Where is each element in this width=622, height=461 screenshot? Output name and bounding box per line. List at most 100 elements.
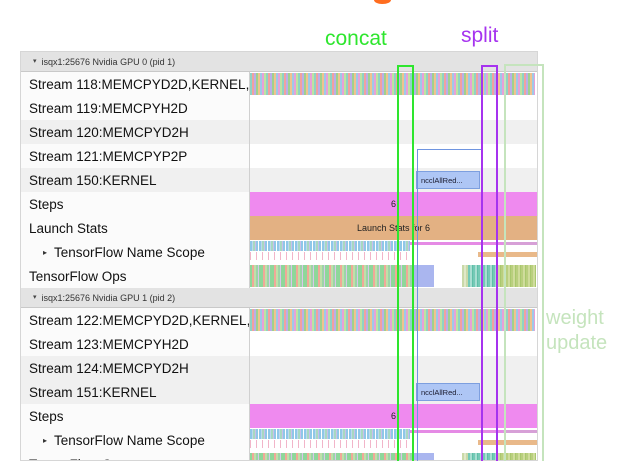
- timeline-row-label-text: TensorFlow Name Scope: [54, 432, 205, 448]
- timeline-row[interactable]: Launch Stats Launch Stats for 6: [21, 216, 537, 240]
- timeline-row-label[interactable]: Stream 119:MEMCPYH2D: [21, 96, 250, 120]
- row-track[interactable]: Launch Stats for 6: [250, 216, 537, 240]
- timeline-row-label[interactable]: Launch Stats: [21, 216, 250, 240]
- timeline-row[interactable]: Stream 119:MEMCPYH2D: [21, 96, 537, 120]
- group-header-1[interactable]: ▾isqx1:25676 Nvidia GPU 1 (pid 2): [21, 288, 537, 308]
- timeline-row[interactable]: Stream 121:MEMCPYP2P: [21, 144, 537, 168]
- timeline-row-label[interactable]: Stream 123:MEMCPYH2D: [21, 332, 250, 356]
- timeline-row-label-text: Stream 124:MEMCPYD2H: [29, 360, 189, 376]
- timeline-row-label[interactable]: Stream 118:MEMCPYD2D,KERNEL,ME: [21, 72, 250, 96]
- launch-stats-bar[interactable]: Launch Stats for 6: [250, 216, 537, 240]
- annotation-split: split: [461, 24, 499, 47]
- activity-bar[interactable]: [250, 453, 412, 460]
- timeline-row[interactable]: Stream 118:MEMCPYD2D,KERNEL,ME: [21, 72, 537, 96]
- activity-bar[interactable]: [478, 440, 537, 445]
- row-track[interactable]: [250, 96, 537, 120]
- timeline-row-label[interactable]: Stream 122:MEMCPYD2D,KERNEL,MI: [21, 308, 250, 332]
- timeline-row-label[interactable]: Stream 120:MEMCPYD2H: [21, 120, 250, 144]
- timeline-row-label-text: Stream 119:MEMCPYH2D: [29, 100, 188, 116]
- row-track[interactable]: [250, 264, 537, 288]
- trace-timeline-panel[interactable]: ▾ isqx1:25676 Nvidia GPU 0 (pid 1) Stream …: [20, 51, 538, 461]
- timeline-row[interactable]: TensorFlow Ops: [21, 452, 537, 461]
- timeline-row[interactable]: TensorFlow Ops: [21, 264, 537, 288]
- chevron-right-icon[interactable]: ▸: [43, 247, 48, 257]
- row-track[interactable]: [250, 240, 537, 264]
- activity-bar[interactable]: [496, 265, 536, 287]
- activity-bar[interactable]: [503, 242, 537, 245]
- timeline-row[interactable]: Stream 124:MEMCPYD2H: [21, 356, 537, 380]
- row-track[interactable]: 6: [250, 192, 537, 216]
- timeline-row-label-text: Steps: [29, 196, 64, 212]
- timeline-row-label-text: Stream 150:KERNEL: [29, 172, 157, 188]
- steps-bar[interactable]: 6: [250, 192, 537, 216]
- activity-bar[interactable]: [250, 429, 410, 439]
- timeline-row-label[interactable]: Steps: [21, 192, 250, 216]
- group-header-0[interactable]: ▾ isqx1:25676 Nvidia GPU 0 (pid 1): [21, 52, 537, 72]
- timeline-row-label[interactable]: ▸ TensorFlow Name Scope: [21, 428, 250, 452]
- activity-bar[interactable]: [468, 453, 496, 460]
- timeline-row-label[interactable]: Stream 121:MEMCPYP2P: [21, 144, 250, 168]
- timeline-row[interactable]: Stream 120:MEMCPYD2H: [21, 120, 537, 144]
- timeline-row[interactable]: Stream 150:KERNEL ncclAllRed...: [21, 168, 537, 192]
- timeline-row-label[interactable]: ▸TensorFlow Name Scope: [21, 240, 250, 264]
- timeline-row[interactable]: Steps 6: [21, 404, 537, 428]
- timeline-row-label[interactable]: Stream 151:KERNEL: [21, 380, 250, 404]
- row-track[interactable]: [250, 308, 537, 332]
- timeline-row-label-text: Stream 120:MEMCPYD2H: [29, 124, 189, 140]
- activity-bar[interactable]: [250, 73, 535, 95]
- activity-bar[interactable]: [468, 265, 496, 287]
- steps-bar-label: 6: [390, 411, 396, 421]
- timeline-row[interactable]: Stream 122:MEMCPYD2D,KERNEL,MI: [21, 308, 537, 332]
- steps-bar[interactable]: 6: [250, 404, 537, 428]
- timeline-row[interactable]: Steps 6: [21, 192, 537, 216]
- activity-bar[interactable]: [503, 430, 537, 433]
- row-track[interactable]: [250, 356, 537, 380]
- timeline-row-label[interactable]: Stream 124:MEMCPYD2H: [21, 356, 250, 380]
- timeline-row-label-text: Stream 118:MEMCPYD2D,KERNEL,ME: [29, 76, 250, 92]
- nccl-allreduce-block[interactable]: ncclAllRed...: [416, 171, 480, 189]
- activity-bar[interactable]: [250, 309, 535, 331]
- steps-bar-label: 6: [390, 199, 396, 209]
- chevron-down-icon[interactable]: ▾: [33, 58, 37, 65]
- timeline-row-label-text: Launch Stats: [29, 220, 108, 236]
- timeline-row-label[interactable]: Steps: [21, 404, 250, 428]
- timeline-row[interactable]: ▸TensorFlow Name Scope: [21, 240, 537, 264]
- activity-bar[interactable]: [250, 241, 410, 251]
- row-track[interactable]: ncclAllRed...: [250, 168, 537, 192]
- activity-bar[interactable]: [250, 265, 412, 287]
- row-track[interactable]: [250, 428, 537, 452]
- row-track[interactable]: [250, 120, 537, 144]
- chevron-down-icon[interactable]: ▾: [33, 294, 37, 301]
- timeline-row[interactable]: ▸ TensorFlow Name Scope: [21, 428, 537, 452]
- activity-bar[interactable]: [250, 252, 410, 260]
- timeline-row-label-text: TensorFlow Ops: [29, 457, 127, 461]
- row-track[interactable]: [250, 72, 537, 96]
- launch-stats-bar-label: Launch Stats for 6: [356, 223, 431, 233]
- activity-bar[interactable]: [478, 252, 537, 257]
- row-track[interactable]: [250, 144, 537, 168]
- timeline-row-label[interactable]: Stream 150:KERNEL: [21, 168, 250, 192]
- row-track[interactable]: 6: [250, 404, 537, 428]
- annotation-weight-update: weight update: [546, 306, 607, 356]
- activity-bar[interactable]: [496, 453, 536, 460]
- chevron-right-icon[interactable]: ▸: [43, 435, 48, 445]
- timeline-row-label[interactable]: TensorFlow Ops: [21, 452, 250, 461]
- timeline-row[interactable]: Stream 123:MEMCPYH2D: [21, 332, 537, 356]
- nccl-allreduce-label: ncclAllRed...: [421, 387, 463, 397]
- activity-bar[interactable]: [410, 242, 537, 245]
- activity-bar[interactable]: [412, 265, 434, 287]
- row-track[interactable]: ncclAllRed...: [250, 380, 537, 404]
- activity-bar[interactable]: [412, 453, 434, 460]
- row-track[interactable]: [250, 452, 537, 460]
- timeline-row[interactable]: Stream 151:KERNEL ncclAllRed...: [21, 380, 537, 404]
- activity-bar[interactable]: [410, 430, 537, 433]
- group-header-label: isqx1:25676 Nvidia GPU 0 (pid 1): [41, 56, 176, 67]
- nccl-allreduce-label: ncclAllRed...: [421, 175, 463, 185]
- timeline-row-label-text: Stream 123:MEMCPYH2D: [29, 336, 189, 352]
- row-track[interactable]: [250, 332, 537, 356]
- timeline-row-label-text: Stream 122:MEMCPYD2D,KERNEL,MI: [29, 312, 250, 328]
- activity-bar[interactable]: [250, 440, 410, 448]
- annotation-weight-update-line2: update: [546, 332, 608, 354]
- nccl-allreduce-block[interactable]: ncclAllRed...: [416, 383, 480, 401]
- timeline-row-label[interactable]: TensorFlow Ops: [21, 264, 250, 288]
